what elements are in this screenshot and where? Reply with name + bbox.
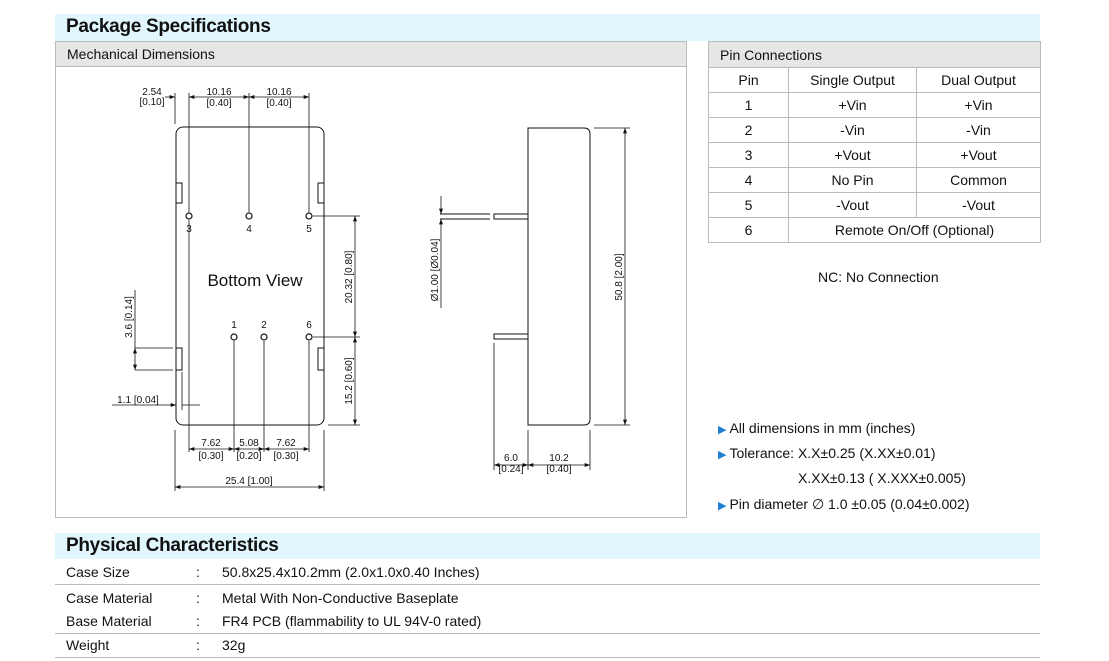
dim-label: 6.0: [504, 453, 518, 464]
dim-label: [0.30]: [198, 451, 223, 462]
pin-4: [245, 212, 253, 220]
pin-label-4: 4: [246, 224, 252, 235]
cell: 3: [708, 142, 789, 168]
side-dimension-lines: [439, 127, 630, 470]
dim-label: Ø1.00 [Ø0.04]: [430, 238, 441, 301]
bullet-triangle-icon: ▶: [718, 449, 727, 461]
pin-label-6: 6: [306, 320, 312, 331]
dim-label: [0.40]: [266, 98, 291, 109]
cell: 5: [708, 192, 789, 218]
module-body-bottom-view: [175, 126, 325, 426]
note-item: ▶All dimensions in mm (inches): [718, 420, 916, 436]
mechanical-dimensions-heading: Mechanical Dimensions: [56, 42, 686, 67]
cell: +Vin: [788, 92, 917, 118]
pin-label-2: 2: [261, 320, 267, 331]
cell: +Vin: [916, 92, 1041, 118]
cell: +Vout: [916, 142, 1041, 168]
bottom-view-label: Bottom View: [207, 271, 303, 290]
table-row: 3+Vout+Vout: [708, 142, 1041, 168]
cell: Remote On/Off (Optional): [788, 217, 1041, 243]
pin-connections-heading: Pin Connections: [708, 41, 1041, 68]
mounting-tabs: [175, 182, 325, 371]
pins: [185, 212, 313, 341]
cell: -Vout: [788, 192, 917, 218]
cell: Common: [916, 167, 1041, 193]
pin-1: [230, 333, 238, 341]
column-header: Single Output: [788, 67, 917, 93]
cell: +Vout: [788, 142, 917, 168]
dim-label: 10.2: [549, 453, 569, 464]
pin-3: [185, 212, 193, 220]
dim-label: [0.30]: [273, 451, 298, 462]
cell: 1: [708, 92, 789, 118]
dim-label: 10.16: [206, 87, 231, 98]
dim-label: 10.16: [266, 87, 291, 98]
side-pins: [440, 213, 529, 340]
table-header-row: Pin Single Output Dual Output: [708, 67, 1041, 93]
cell: 4: [708, 167, 789, 193]
mechanical-dimensions-panel: Mechanical Dimensions: [55, 41, 687, 518]
dimension-labels: Bottom View 3 4 5 1 2 6 2.54 [0.10] 10.1…: [117, 87, 625, 487]
dim-label: [0.40]: [206, 98, 231, 109]
table-row: 5-Vout-Vout: [708, 192, 1041, 218]
pin-5: [305, 212, 313, 220]
dim-label: [0.20]: [236, 451, 261, 462]
dim-label: [0.40]: [546, 464, 571, 475]
dim-label: 3.6 [0.14]: [124, 296, 135, 338]
dim-label: 15.2 [0.60]: [344, 357, 355, 404]
nc-note: NC: No Connection: [818, 269, 939, 285]
spec-row: Case Material:Metal With Non-Conductive …: [66, 590, 459, 606]
cell: -Vin: [916, 117, 1041, 143]
bullet-triangle-icon: ▶: [718, 500, 727, 512]
dim-label: 20.32 [0.80]: [344, 250, 355, 303]
pin-6: [305, 333, 313, 341]
dim-label: 2.54: [142, 87, 162, 98]
column-header: Pin: [708, 67, 789, 93]
package-specifications-heading: Package Specifications: [55, 14, 1040, 41]
note-item: ▶Tolerance: X.X±0.25 (X.XX±0.01): [718, 445, 936, 461]
cell: No Pin: [788, 167, 917, 193]
dim-label: 25.4 [1.00]: [225, 476, 272, 487]
note-item: ▶Pin diameter ∅ 1.0 ±0.05 (0.04±0.002): [718, 496, 970, 512]
dim-label: 1.1 [0.04]: [117, 395, 159, 406]
cell: 2: [708, 117, 789, 143]
table-row: 2-Vin-Vin: [708, 117, 1041, 143]
spec-row: Base Material:FR4 PCB (flammability to U…: [55, 609, 1040, 634]
module-body-side-view: [527, 127, 591, 426]
dim-label: [0.24]: [498, 464, 523, 475]
physical-characteristics-heading: Physical Characteristics: [55, 533, 1040, 559]
pin-2: [260, 333, 268, 341]
spec-row: Case Size:50.8x25.4x10.2mm (2.0x1.0x0.40…: [55, 560, 1040, 585]
note-item: X.XX±0.13 ( X.XXX±0.005): [798, 470, 966, 486]
dim-label: 5.08: [239, 438, 259, 449]
mechanical-drawing: Bottom View 3 4 5 1 2 6 2.54 [0.10] 10.1…: [112, 87, 630, 491]
column-header: Dual Output: [916, 67, 1041, 93]
spec-row: Weight:32g: [55, 633, 1040, 658]
table-row: 1+Vin+Vin: [708, 92, 1041, 118]
dim-label: 50.8 [2.00]: [614, 253, 625, 300]
cell: 6: [708, 217, 789, 243]
dim-label: 7.62: [201, 438, 221, 449]
cell: -Vin: [788, 117, 917, 143]
cell: -Vout: [916, 192, 1041, 218]
dimension-lines: [112, 93, 360, 491]
pin-label-1: 1: [231, 320, 237, 331]
pin-connections-table: Pin Connections Pin Single Output Dual O…: [708, 41, 1041, 243]
pin-label-5: 5: [306, 224, 312, 235]
pin-label-3: 3: [186, 224, 192, 235]
dim-label: [0.10]: [139, 97, 164, 108]
dim-label: 7.62: [276, 438, 296, 449]
bullet-triangle-icon: ▶: [718, 424, 727, 436]
